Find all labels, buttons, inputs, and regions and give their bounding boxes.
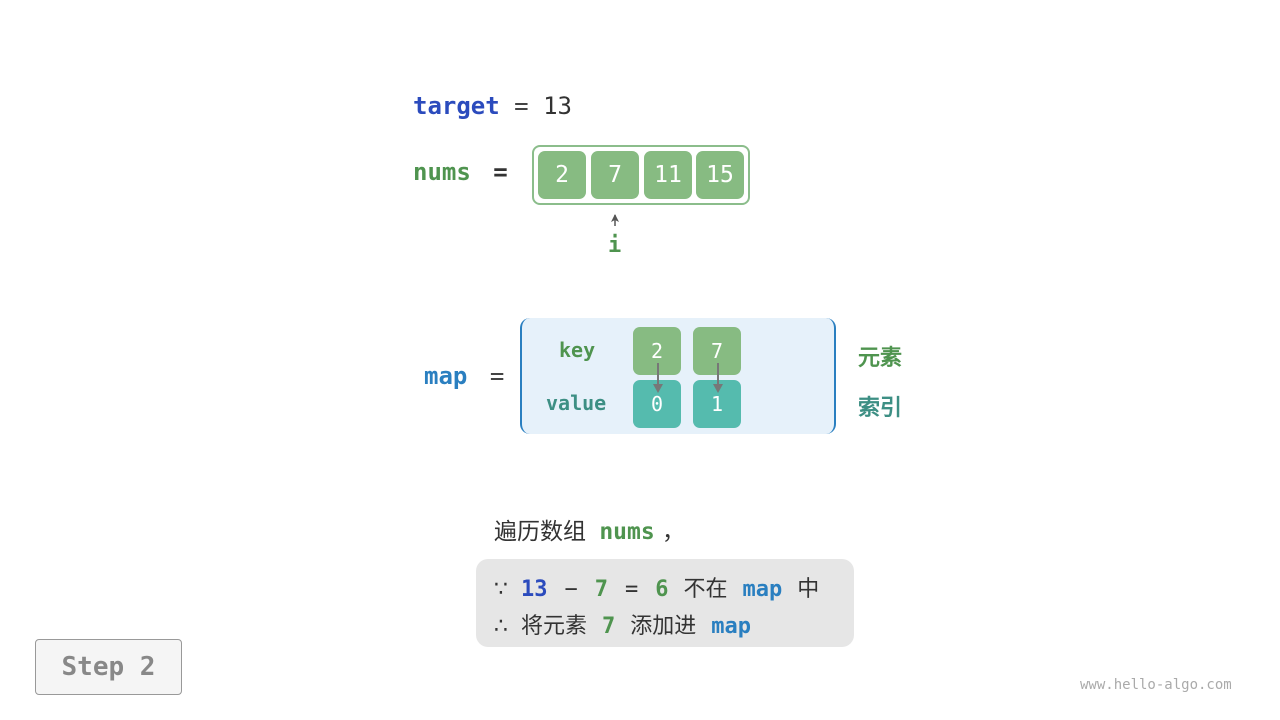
nums-equals: = (493, 158, 508, 186)
step-indicator: Step 2 (35, 639, 182, 695)
add-element-text: 将元素 (521, 614, 588, 639)
map-reference: map (711, 614, 752, 639)
key-side-label: 元素 (858, 346, 903, 371)
equals-sign: = (625, 577, 639, 602)
map-variable: map (424, 362, 468, 390)
in-text: 中 (797, 577, 820, 602)
target-number: 13 (521, 577, 548, 602)
pointer-label: i (608, 233, 622, 258)
map-key-cell: 7 (693, 327, 741, 375)
map-key-cell: 2 (633, 327, 681, 375)
target-equals: = (514, 92, 529, 120)
nums-array: 2 7 11 15 (532, 145, 750, 205)
key-row-label: key (559, 338, 596, 362)
not-in-text: 不在 (683, 577, 728, 602)
add-into-text: 添加进 (630, 614, 697, 639)
added-number: 7 (602, 614, 616, 639)
nums-variable: nums (413, 158, 471, 186)
explanation-box: ∵ 13 − 7 = 6 不在 map 中 ∴ 将元素 7 添加进 map (476, 559, 854, 647)
key-to-value-arrow (713, 363, 723, 393)
explanation-title: 遍历数组 nums ， (494, 512, 685, 546)
map-line: map = (424, 362, 504, 390)
array-cell: 7 (591, 151, 639, 199)
array-cell: 11 (644, 151, 692, 199)
key-to-value-arrow (653, 363, 663, 393)
explanation-line-1: ∵ 13 − 7 = 6 不在 map 中 (494, 571, 819, 603)
explanation-title-suffix: ， (662, 519, 686, 545)
explanation-line-2: ∴ 将元素 7 添加进 map (494, 608, 751, 640)
current-number: 7 (594, 577, 608, 602)
target-value: 13 (543, 92, 572, 120)
map-reference: map (742, 577, 783, 602)
explanation-title-text: 遍历数组 (494, 519, 586, 545)
target-variable: target (413, 92, 500, 120)
map-equals: = (489, 362, 505, 390)
array-cell: 15 (696, 151, 744, 199)
pointer-arrow-icon (609, 212, 621, 231)
because-symbol: ∵ (494, 577, 508, 602)
value-row-label: value (546, 391, 607, 415)
array-cell: 2 (538, 151, 586, 199)
explanation-title-var: nums (599, 519, 655, 545)
site-watermark: www.hello-algo.com (1080, 677, 1232, 693)
value-side-label: 索引 (858, 396, 903, 421)
target-line: target = 13 (413, 92, 572, 120)
therefore-symbol: ∴ (494, 614, 508, 639)
nums-line: nums = (413, 158, 508, 186)
minus-sign: − (564, 577, 578, 602)
complement-number: 6 (655, 577, 669, 602)
